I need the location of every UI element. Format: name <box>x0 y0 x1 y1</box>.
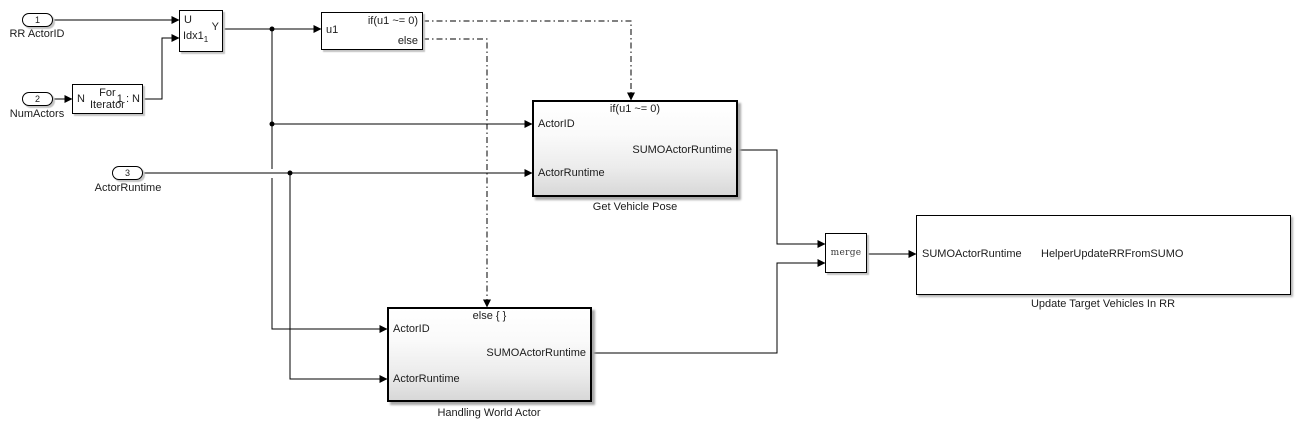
helper-caption: Update Target Vehicles In RR <box>1030 298 1176 310</box>
merge-block-label: merge <box>830 248 862 258</box>
selector-port-idx: Idx11 <box>183 30 209 45</box>
for-iterator-port-out: 1 : N <box>116 93 140 105</box>
helper-update-rr-block[interactable]: SUMOActorRuntime HelperUpdateRRFromSUMO <box>916 215 1291 295</box>
get-vehicle-pose-port-actorruntime: ActorRuntime <box>538 167 605 179</box>
wire-junction-dot <box>269 26 275 32</box>
wire-handlingworldactor-to-merge[interactable] <box>592 259 826 354</box>
inport-2-label: NumActors <box>9 108 65 120</box>
wire-junction-dot <box>287 170 293 176</box>
wire-if-action-to-getvehiclepose[interactable] <box>423 20 635 101</box>
helper-port-in: SUMOActorRuntime <box>922 248 1022 260</box>
get-vehicle-pose-caption: Get Vehicle Pose <box>592 201 678 213</box>
wire-foriterator-to-selector[interactable] <box>143 34 180 100</box>
wire-actorruntime-to-handlingworldactor[interactable] <box>289 173 388 383</box>
selector-port-y: Y <box>211 21 219 33</box>
if-block-port-u1: u1 <box>326 24 339 36</box>
inport-2-block[interactable]: 2 <box>22 92 53 106</box>
inport-3-block[interactable]: 3 <box>112 166 143 180</box>
inport-3-label: ActorRuntime <box>94 182 162 194</box>
inport-3-number: 3 <box>124 167 130 178</box>
if-block-port-else: else <box>397 35 418 47</box>
inport-1-label: RR ActorID <box>9 28 65 40</box>
helper-name: HelperUpdateRRFromSUMO <box>1041 248 1184 260</box>
handling-world-actor-block[interactable]: else { } ActorID ActorRuntime SUMOActorR… <box>387 307 592 402</box>
wire-junction-dot <box>269 121 275 127</box>
wire-else-action-to-handlingworldactor[interactable] <box>423 38 491 308</box>
handling-world-actor-port-actorruntime: ActorRuntime <box>393 373 460 385</box>
get-vehicle-pose-condition: if(u1 ~= 0) <box>609 103 661 115</box>
selector-block[interactable]: U Idx11 Y <box>179 10 223 52</box>
inport-1-number: 1 <box>34 14 40 25</box>
selector-port-idx-subscript: 1 <box>203 35 209 45</box>
if-block[interactable]: u1 if(u1 ~= 0) else <box>321 12 423 50</box>
for-iterator-port-n: N <box>77 93 85 105</box>
get-vehicle-pose-block[interactable]: if(u1 ~= 0) ActorID ActorRuntime SUMOAct… <box>532 100 738 197</box>
get-vehicle-pose-port-out: SUMOActorRuntime <box>632 144 732 156</box>
handling-world-actor-caption: Handling World Actor <box>437 407 541 419</box>
wire-actorid-to-handlingworldactor[interactable] <box>271 178 388 333</box>
handling-world-actor-port-actorid: ActorID <box>393 323 430 335</box>
get-vehicle-pose-port-actorid: ActorID <box>538 118 575 130</box>
if-block-port-if: if(u1 ~= 0) <box>367 15 418 27</box>
handling-world-actor-condition: else { } <box>472 310 507 322</box>
selector-port-u: U <box>184 14 192 26</box>
handling-world-actor-port-out: SUMOActorRuntime <box>486 347 586 359</box>
inport-2-number: 2 <box>34 93 40 104</box>
merge-block[interactable]: merge <box>825 233 867 273</box>
inport-1-block[interactable]: 1 <box>22 13 53 27</box>
wire-getvehiclepose-to-merge[interactable] <box>738 149 826 248</box>
